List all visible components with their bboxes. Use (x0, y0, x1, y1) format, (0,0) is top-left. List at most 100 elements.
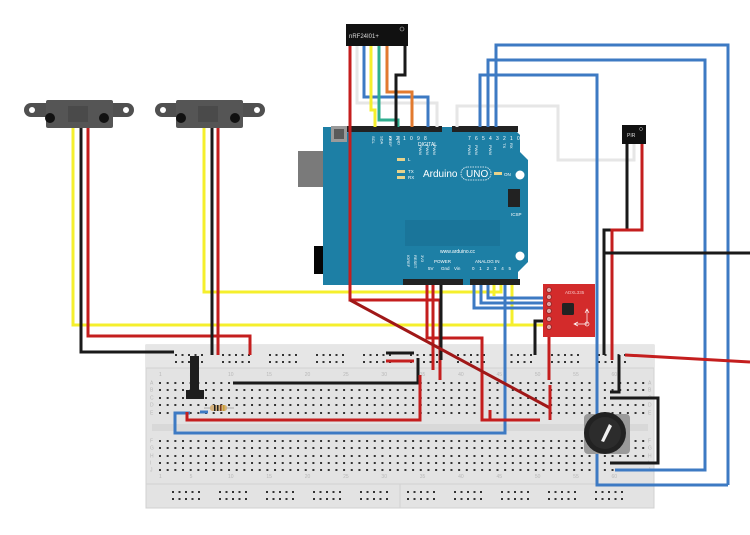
terminal-hole[interactable] (465, 462, 468, 464)
terminal-hole[interactable] (327, 412, 330, 414)
terminal-hole[interactable] (626, 412, 629, 414)
terminal-hole[interactable] (289, 447, 292, 449)
terminal-hole[interactable] (458, 389, 461, 391)
terminal-hole[interactable] (174, 440, 177, 442)
terminal-hole[interactable] (220, 462, 223, 464)
terminal-hole[interactable] (534, 469, 537, 471)
terminal-hole[interactable] (228, 397, 231, 399)
terminal-hole[interactable] (220, 447, 223, 449)
terminal-hole[interactable] (174, 397, 177, 399)
terminal-hole[interactable] (235, 389, 238, 391)
terminal-hole[interactable] (481, 462, 484, 464)
terminal-hole[interactable] (542, 455, 545, 457)
terminal-hole[interactable] (312, 397, 315, 399)
terminal-hole[interactable] (580, 455, 583, 457)
rail-hole[interactable] (175, 361, 177, 363)
terminal-hole[interactable] (228, 455, 231, 457)
terminal-hole[interactable] (373, 412, 376, 414)
terminal-hole[interactable] (251, 469, 254, 471)
terminal-hole[interactable] (511, 455, 514, 457)
terminal-hole[interactable] (626, 389, 629, 391)
terminal-hole[interactable] (542, 469, 545, 471)
terminal-hole[interactable] (373, 447, 376, 449)
rail-hole[interactable] (514, 491, 516, 493)
rail-hole[interactable] (332, 498, 335, 500)
terminal-hole[interactable] (473, 382, 476, 384)
rail-hole[interactable] (413, 491, 416, 493)
rail-hole[interactable] (457, 354, 459, 356)
terminal-hole[interactable] (274, 462, 277, 464)
rail-hole[interactable] (363, 361, 365, 363)
rail-hole[interactable] (194, 354, 197, 356)
terminal-hole[interactable] (396, 412, 399, 414)
terminal-hole[interactable] (220, 440, 223, 442)
terminal-hole[interactable] (412, 397, 415, 399)
terminal-hole[interactable] (442, 412, 445, 414)
terminal-hole[interactable] (488, 440, 491, 442)
terminal-hole[interactable] (511, 462, 514, 464)
terminal-hole[interactable] (212, 389, 215, 391)
terminal-hole[interactable] (389, 447, 392, 449)
terminal-hole[interactable] (182, 447, 185, 449)
terminal-hole[interactable] (519, 440, 522, 442)
rail-hole[interactable] (621, 498, 623, 500)
terminal-hole[interactable] (304, 389, 307, 391)
terminal-hole[interactable] (258, 389, 261, 391)
terminal-hole[interactable] (580, 404, 583, 406)
terminal-hole[interactable] (511, 382, 514, 384)
terminal-hole[interactable] (565, 382, 568, 384)
terminal-hole[interactable] (565, 469, 568, 471)
terminal-hole[interactable] (343, 455, 346, 457)
terminal-hole[interactable] (642, 455, 645, 457)
terminal-hole[interactable] (465, 389, 468, 391)
rail-hole[interactable] (410, 354, 412, 356)
terminal-hole[interactable] (450, 440, 453, 442)
terminal-hole[interactable] (580, 469, 583, 471)
terminal-hole[interactable] (166, 389, 169, 391)
terminal-hole[interactable] (212, 397, 215, 399)
rail-hole[interactable] (520, 498, 523, 500)
terminal-hole[interactable] (166, 455, 169, 457)
terminal-hole[interactable] (182, 397, 185, 399)
terminal-hole[interactable] (496, 455, 499, 457)
terminal-hole[interactable] (182, 404, 185, 406)
rail-hole[interactable] (608, 491, 610, 493)
rail-hole[interactable] (476, 361, 479, 363)
terminal-hole[interactable] (381, 447, 384, 449)
terminal-hole[interactable] (419, 455, 422, 457)
terminal-hole[interactable] (396, 462, 399, 464)
terminal-hole[interactable] (450, 447, 453, 449)
terminal-hole[interactable] (442, 469, 445, 471)
terminal-hole[interactable] (358, 455, 361, 457)
terminal-hole[interactable] (197, 404, 200, 406)
terminal-hole[interactable] (258, 440, 261, 442)
terminal-hole[interactable] (266, 412, 269, 414)
rail-hole[interactable] (426, 491, 429, 493)
terminal-hole[interactable] (488, 397, 491, 399)
terminal-hole[interactable] (557, 397, 560, 399)
rail-hole[interactable] (530, 354, 532, 356)
rail-hole[interactable] (621, 491, 623, 493)
terminal-hole[interactable] (274, 447, 277, 449)
terminal-hole[interactable] (205, 455, 208, 457)
terminal-hole[interactable] (626, 404, 629, 406)
terminal-hole[interactable] (212, 469, 215, 471)
terminal-hole[interactable] (258, 397, 261, 399)
terminal-hole[interactable] (189, 447, 192, 449)
terminal-hole[interactable] (473, 440, 476, 442)
terminal-hole[interactable] (481, 447, 484, 449)
terminal-hole[interactable] (557, 462, 560, 464)
terminal-hole[interactable] (297, 440, 300, 442)
rail-hole[interactable] (463, 354, 466, 356)
terminal-hole[interactable] (511, 404, 514, 406)
rail-hole[interactable] (501, 498, 503, 500)
terminal-hole[interactable] (159, 389, 161, 391)
rail-hole[interactable] (316, 361, 318, 363)
rail-hole[interactable] (561, 498, 563, 500)
terminal-hole[interactable] (458, 440, 461, 442)
terminal-hole[interactable] (274, 397, 277, 399)
rail-hole[interactable] (198, 491, 200, 493)
terminal-hole[interactable] (603, 389, 606, 391)
rail-hole[interactable] (476, 354, 479, 356)
terminal-hole[interactable] (496, 397, 499, 399)
